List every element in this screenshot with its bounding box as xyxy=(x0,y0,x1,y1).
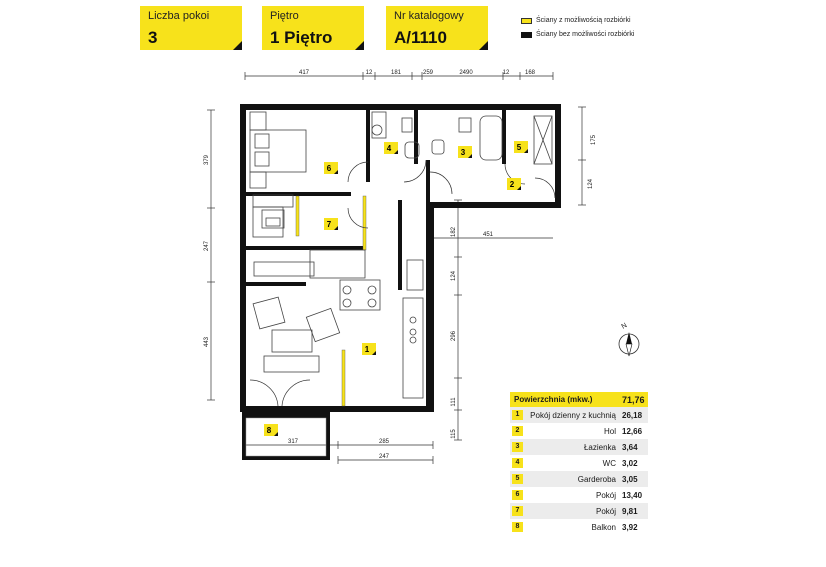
dim-right-7: 115 xyxy=(451,429,457,439)
dim-left-0: 379 xyxy=(204,154,210,165)
toilet-bath xyxy=(458,117,472,133)
dim-top-4: 2490 xyxy=(459,70,473,76)
svg-text:3: 3 xyxy=(461,148,466,157)
room-marker-5: 5 xyxy=(514,141,528,153)
area-header-label: Powierzchnia (mkw.) xyxy=(514,395,593,404)
info-box-floor: Piętro 1 Piętro xyxy=(262,6,364,50)
svg-text:1: 1 xyxy=(365,345,370,354)
svg-text:4: 4 xyxy=(387,144,392,153)
legend-swatch-yellow xyxy=(521,18,532,24)
balcony xyxy=(242,412,330,460)
furniture xyxy=(249,111,553,399)
dim-top-5: 12 xyxy=(503,70,510,76)
dim-right-2: 182 xyxy=(451,226,457,237)
dim-bottom-0: 317 xyxy=(288,439,299,445)
dim-top-3: 259 xyxy=(423,70,434,76)
area-table-header: Powierzchnia (mkw.) 71,76 xyxy=(510,392,648,407)
corner-mark xyxy=(233,41,242,50)
dimension-labels: 417 12 181 259 2490 12 168 175 124 182 4… xyxy=(204,70,597,460)
walls xyxy=(240,104,561,412)
dim-bottom-1: 285 xyxy=(379,439,390,445)
toilet xyxy=(401,117,413,133)
room-marker-1: 1 xyxy=(362,343,376,355)
info-box-rooms: Liczba pokoi 3 xyxy=(140,6,242,50)
dim-right-5: 296 xyxy=(451,330,457,341)
rooms-value: 3 xyxy=(148,28,158,47)
room-marker-4: 4 xyxy=(384,142,398,154)
dim-top-2: 181 xyxy=(391,70,402,76)
dim-top-1: 12 xyxy=(366,70,373,76)
dim-right-0: 175 xyxy=(591,134,597,145)
info-box-catalog: Nr katalogowy A/1110 xyxy=(386,6,488,50)
svg-text:8: 8 xyxy=(267,426,272,435)
dim-right-4: 124 xyxy=(451,270,457,281)
compass-label: N xyxy=(621,322,629,331)
dim-top-6: 168 xyxy=(525,70,536,76)
floor-label: Piętro xyxy=(270,10,299,22)
room-marker-6: 6 xyxy=(324,162,338,174)
dim-top-0: 417 xyxy=(299,70,310,76)
svg-text:6: 6 xyxy=(327,164,332,173)
room-marker-7: 7 xyxy=(324,218,338,230)
compass-icon: N xyxy=(618,322,640,357)
room-marker-3: 3 xyxy=(458,146,472,158)
dim-right-1: 124 xyxy=(588,178,594,189)
floor-value: 1 Piętro xyxy=(270,28,333,47)
wardrobe xyxy=(533,115,553,165)
svg-text:5: 5 xyxy=(517,143,522,152)
legend-label-removable: Ściany z możliwością rozbiórki xyxy=(536,17,631,24)
room-marker-8: 8 xyxy=(264,424,278,436)
kitchen-counter xyxy=(402,297,424,399)
dim-bottom-2: 247 xyxy=(379,454,390,460)
dimension-lines xyxy=(207,72,586,464)
catalog-value: A/1110 xyxy=(394,28,447,47)
room-markers: 1 2 3 4 5 6 7 8 xyxy=(264,141,528,436)
room-marker-2: 2 xyxy=(507,178,521,190)
legend-swatch-black xyxy=(521,32,532,38)
dim-right-6: 111 xyxy=(451,397,457,407)
dim-left-2: 443 xyxy=(204,336,210,347)
sofa xyxy=(263,355,320,373)
svg-text:7: 7 xyxy=(327,220,332,229)
dining-table xyxy=(339,279,381,311)
svg-text:2: 2 xyxy=(510,180,515,189)
coffee-table xyxy=(271,329,313,353)
bathtub xyxy=(479,115,503,161)
corner-mark xyxy=(355,41,364,50)
dim-right-3: 451 xyxy=(483,232,494,238)
rooms-label: Liczba pokoi xyxy=(148,10,210,22)
dim-left-1: 247 xyxy=(204,240,210,251)
catalog-label: Nr katalogowy xyxy=(394,10,464,22)
legend-label-fixed: Ściany bez możliwości rozbiórki xyxy=(536,31,635,38)
corner-mark xyxy=(479,41,488,50)
wc-sink xyxy=(371,111,387,139)
area-total: 71,76 xyxy=(622,394,645,405)
bed-room6 xyxy=(249,129,307,173)
